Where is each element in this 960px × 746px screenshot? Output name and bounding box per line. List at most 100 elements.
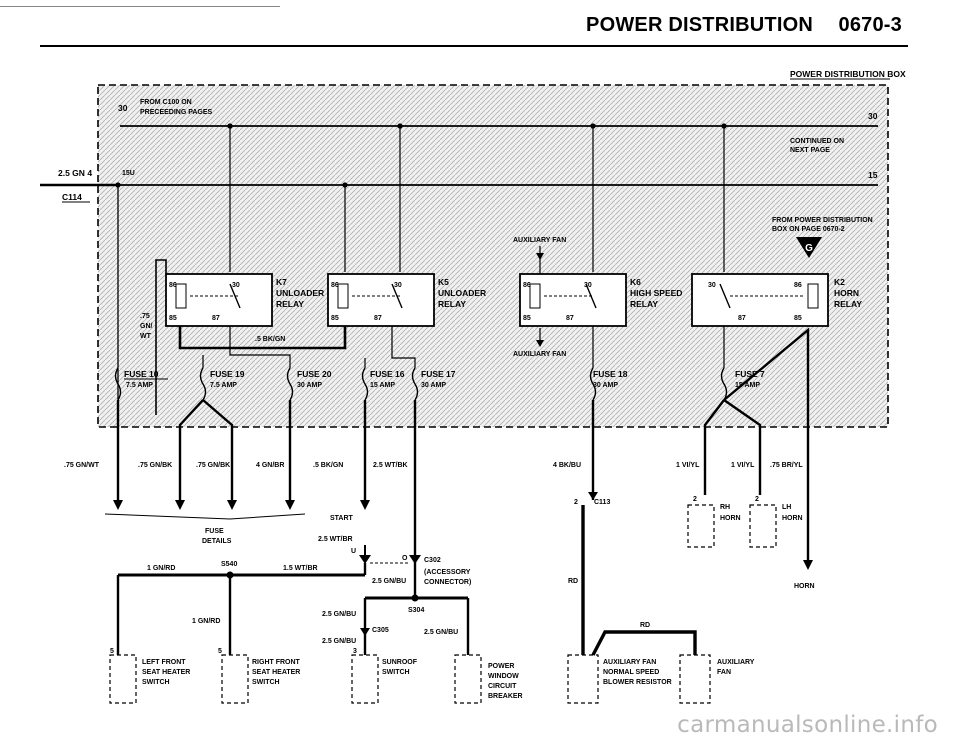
g-marker-label: G — [805, 243, 813, 254]
power-window-4: BREAKER — [488, 693, 523, 700]
box-title: POWER DISTRIBUTION BOX — [790, 69, 906, 79]
wire-25-wtbr: 2.5 WT/BR — [318, 536, 353, 543]
aux-resistor-3: BLOWER RESISTOR — [603, 679, 672, 686]
lh-horn-2: HORN — [782, 515, 803, 522]
top-scan-rule — [0, 6, 280, 7]
k2-id: K2 — [834, 277, 845, 287]
input-wire: 2.5 GN — [58, 168, 85, 178]
left-front-pin: 5 — [110, 648, 114, 655]
c302-desc-1: (ACCESSORY — [424, 569, 471, 576]
aux-fan-bottom-label: AUXILIARY FAN — [513, 351, 566, 358]
continued-line2: NEXT PAGE — [790, 147, 830, 154]
right-front-1: RIGHT FRONT — [252, 659, 301, 666]
sunroof-2: SWITCH — [382, 669, 410, 676]
lh-horn-1: LH — [782, 504, 791, 511]
k5-name-1: UNLOADER — [438, 288, 486, 298]
box-wire-bkgn: .5 BK/GN — [255, 336, 285, 343]
k6-pin-85: 85 — [523, 315, 531, 322]
wire-1-vlyl-b: 1 VI/YL — [731, 462, 755, 469]
sunroof-1: SUNROOF — [382, 659, 418, 666]
right-front-2: SEAT HEATER — [252, 669, 300, 676]
relay-k6: 86 30 85 87 K6 HIGH SPEED RELAY — [519, 273, 682, 327]
continued-line1: CONTINUED ON — [790, 138, 844, 145]
fuse-19-id: FUSE 19 — [210, 369, 245, 379]
k5-id: K5 — [438, 277, 449, 287]
wire-075-gnwt: .75 GN/WT — [64, 462, 100, 469]
fuse-17-rating: 30 AMP — [421, 382, 446, 389]
rd-a-label: RD — [568, 578, 578, 585]
horn-label: HORN — [794, 583, 815, 590]
o-label: O — [402, 555, 408, 562]
k5-name-2: RELAY — [438, 299, 466, 309]
k6-name-2: RELAY — [630, 299, 658, 309]
power-window-1: POWER — [488, 663, 514, 670]
rd-b-label: RD — [640, 622, 650, 629]
wire-075-gnbk-a: .75 GN/BK — [138, 462, 172, 469]
input-pin: 4 — [87, 168, 92, 178]
k2-pin-86: 86 — [794, 282, 802, 289]
fuse-18-rating: 30 AMP — [593, 382, 618, 389]
k7-pin-30: 30 — [232, 282, 240, 289]
k5-pin-30: 30 — [394, 282, 402, 289]
power-window-3: CIRCUIT — [488, 683, 517, 690]
fuse-16-id: FUSE 16 — [370, 369, 405, 379]
k6-pin-86: 86 — [523, 282, 531, 289]
from-pdb-line2: BOX ON PAGE 0670-2 — [772, 226, 845, 233]
k6-pin-30: 30 — [584, 282, 592, 289]
k7-name-1: UNLOADER — [276, 288, 324, 298]
c113-label: C113 — [594, 499, 610, 506]
fuse-7-rating: 15 AMP — [735, 382, 760, 389]
c113-pin: 2 — [574, 499, 578, 506]
k6-name-1: HIGH SPEED — [630, 288, 682, 298]
k2-pin-85: 85 — [794, 315, 802, 322]
wire-25-gnbu-b: 2.5 GN/BU — [322, 611, 356, 618]
from-pdb-line1: FROM POWER DISTRIBUTION — [772, 217, 873, 224]
start-label: START — [330, 515, 354, 522]
wire-25-gnbu-d: 2.5 GN/BU — [322, 638, 356, 645]
input-wire-label: 2.5 GN 4 — [58, 168, 92, 178]
fuse-10-rating: 7.5 AMP — [126, 382, 153, 389]
wire-075-gnbk-b: .75 GN/BK — [196, 462, 230, 469]
k6-id: K6 — [630, 277, 641, 287]
sunroof-pin: 3 — [353, 648, 357, 655]
aux-resistor-1: AUXILIARY FAN — [603, 659, 656, 666]
fuse-details-2: DETAILS — [202, 538, 232, 545]
relay-k2: 30 86 87 85 K2 HORN RELAY — [691, 273, 862, 327]
c305-label: C305 — [372, 627, 389, 634]
k2-pin-87: 87 — [738, 315, 746, 322]
from-c100-line2: PRECEEDING PAGES — [140, 109, 213, 116]
fuse-7-id: FUSE 7 — [735, 369, 765, 379]
terminal-30-right: 30 — [868, 111, 878, 121]
k5-pin-87: 87 — [374, 315, 382, 322]
rh-horn-2: HORN — [720, 515, 741, 522]
header-rule — [40, 45, 908, 47]
left-front-1: LEFT FRONT — [142, 659, 186, 666]
k2-pin-30: 30 — [708, 282, 716, 289]
terminal-30-left: 30 — [118, 103, 128, 113]
left-front-2: SEAT HEATER — [142, 669, 190, 676]
aux-resistor-2: NORMAL SPEED — [603, 669, 659, 676]
aux-fan-top-label: AUXILIARY FAN — [513, 237, 566, 244]
c302-desc-2: CONNECTOR) — [424, 579, 471, 586]
wire-075-bryl: .75 BR/YL — [770, 462, 803, 469]
k7-pin-87: 87 — [212, 315, 220, 322]
rh-horn-1: RH — [720, 504, 730, 511]
fuse-10-id: FUSE 10 — [124, 369, 159, 379]
k2-name-1: HORN — [834, 288, 859, 298]
k7-id: K7 — [276, 277, 287, 287]
from-c100-line1: FROM C100 ON — [140, 99, 192, 106]
lh-horn-pin: 2 — [755, 496, 759, 503]
k7-pin-86: 86 — [169, 282, 177, 289]
fuse-18-id: FUSE 18 — [593, 369, 628, 379]
fuse-19-rating: 7.5 AMP — [210, 382, 237, 389]
s304-label: S304 — [408, 607, 424, 614]
aux-fan-2: FAN — [717, 669, 731, 676]
s540-label: S540 — [221, 561, 237, 568]
wire-1-vlyl-a: 1 VI/YL — [676, 462, 700, 469]
input-connector: C114 — [62, 192, 82, 202]
wire-1-gnrd-b: 1 GN/RD — [192, 618, 220, 625]
rh-horn-pin: 2 — [693, 496, 697, 503]
fuse-20-id: FUSE 20 — [297, 369, 332, 379]
wire-25-gnbu-a: 2.5 GN/BU — [372, 578, 406, 585]
g-marker — [796, 237, 822, 258]
